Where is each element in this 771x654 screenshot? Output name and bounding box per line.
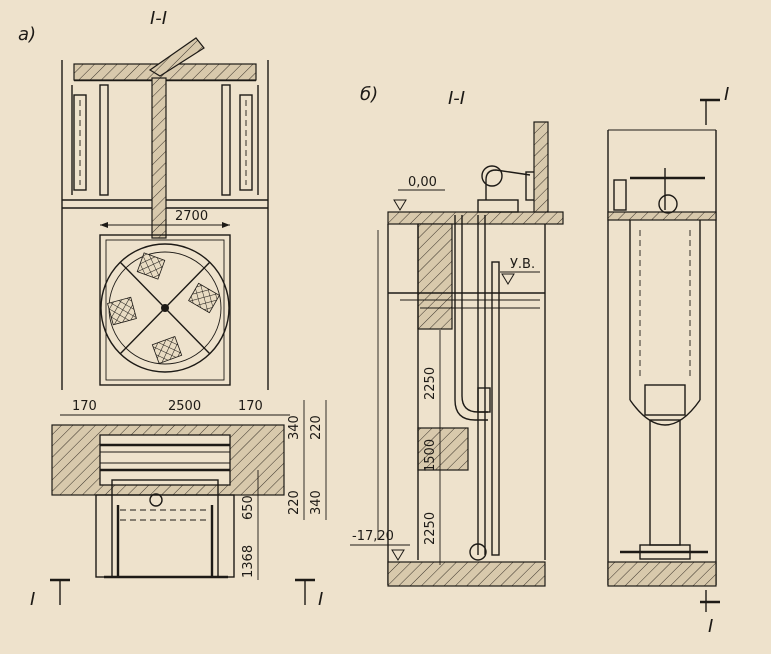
- section-mark-top: I: [724, 84, 729, 105]
- gate-disc: [99, 234, 231, 386]
- dim-gate-width: 2700: [175, 209, 208, 224]
- dim-side-right: 170: [238, 399, 263, 414]
- section-mark-left: I: [30, 589, 35, 610]
- panel-a-plan: [51, 424, 285, 579]
- dim-v6: 1368: [241, 545, 256, 578]
- dim-v2: 220: [309, 415, 324, 440]
- panel-a: а) I-I: [18, 8, 327, 610]
- dim-v1: 340: [287, 415, 302, 440]
- dim-side-left: 170: [72, 399, 97, 414]
- dim-d3: 2250: [423, 512, 438, 545]
- dim-d2: 1500: [423, 439, 438, 472]
- dim-d1: 2250: [423, 367, 438, 400]
- section-mark-bottom: I: [708, 616, 713, 637]
- dim-span: 2500: [168, 399, 201, 414]
- panel-b-section-title: I-I: [448, 88, 465, 109]
- section-mark-right: I: [318, 589, 323, 610]
- dim-v5: 650: [241, 495, 256, 520]
- panel-a-letter: а): [18, 24, 36, 45]
- panel-b: б) I-I 0,00 У.В.: [350, 84, 564, 587]
- panel-b-front-view: I I: [607, 84, 729, 637]
- panel-a-section-title: I-I: [150, 8, 167, 29]
- dim-v4: 340: [309, 490, 324, 515]
- dim-v3: 220: [287, 490, 302, 515]
- panel-a-frame: [61, 37, 269, 390]
- level-top: 0,00: [408, 175, 437, 190]
- water-level: У.В.: [510, 257, 535, 272]
- panel-b-letter: б): [360, 84, 378, 105]
- level-bottom: -17,20: [352, 529, 394, 544]
